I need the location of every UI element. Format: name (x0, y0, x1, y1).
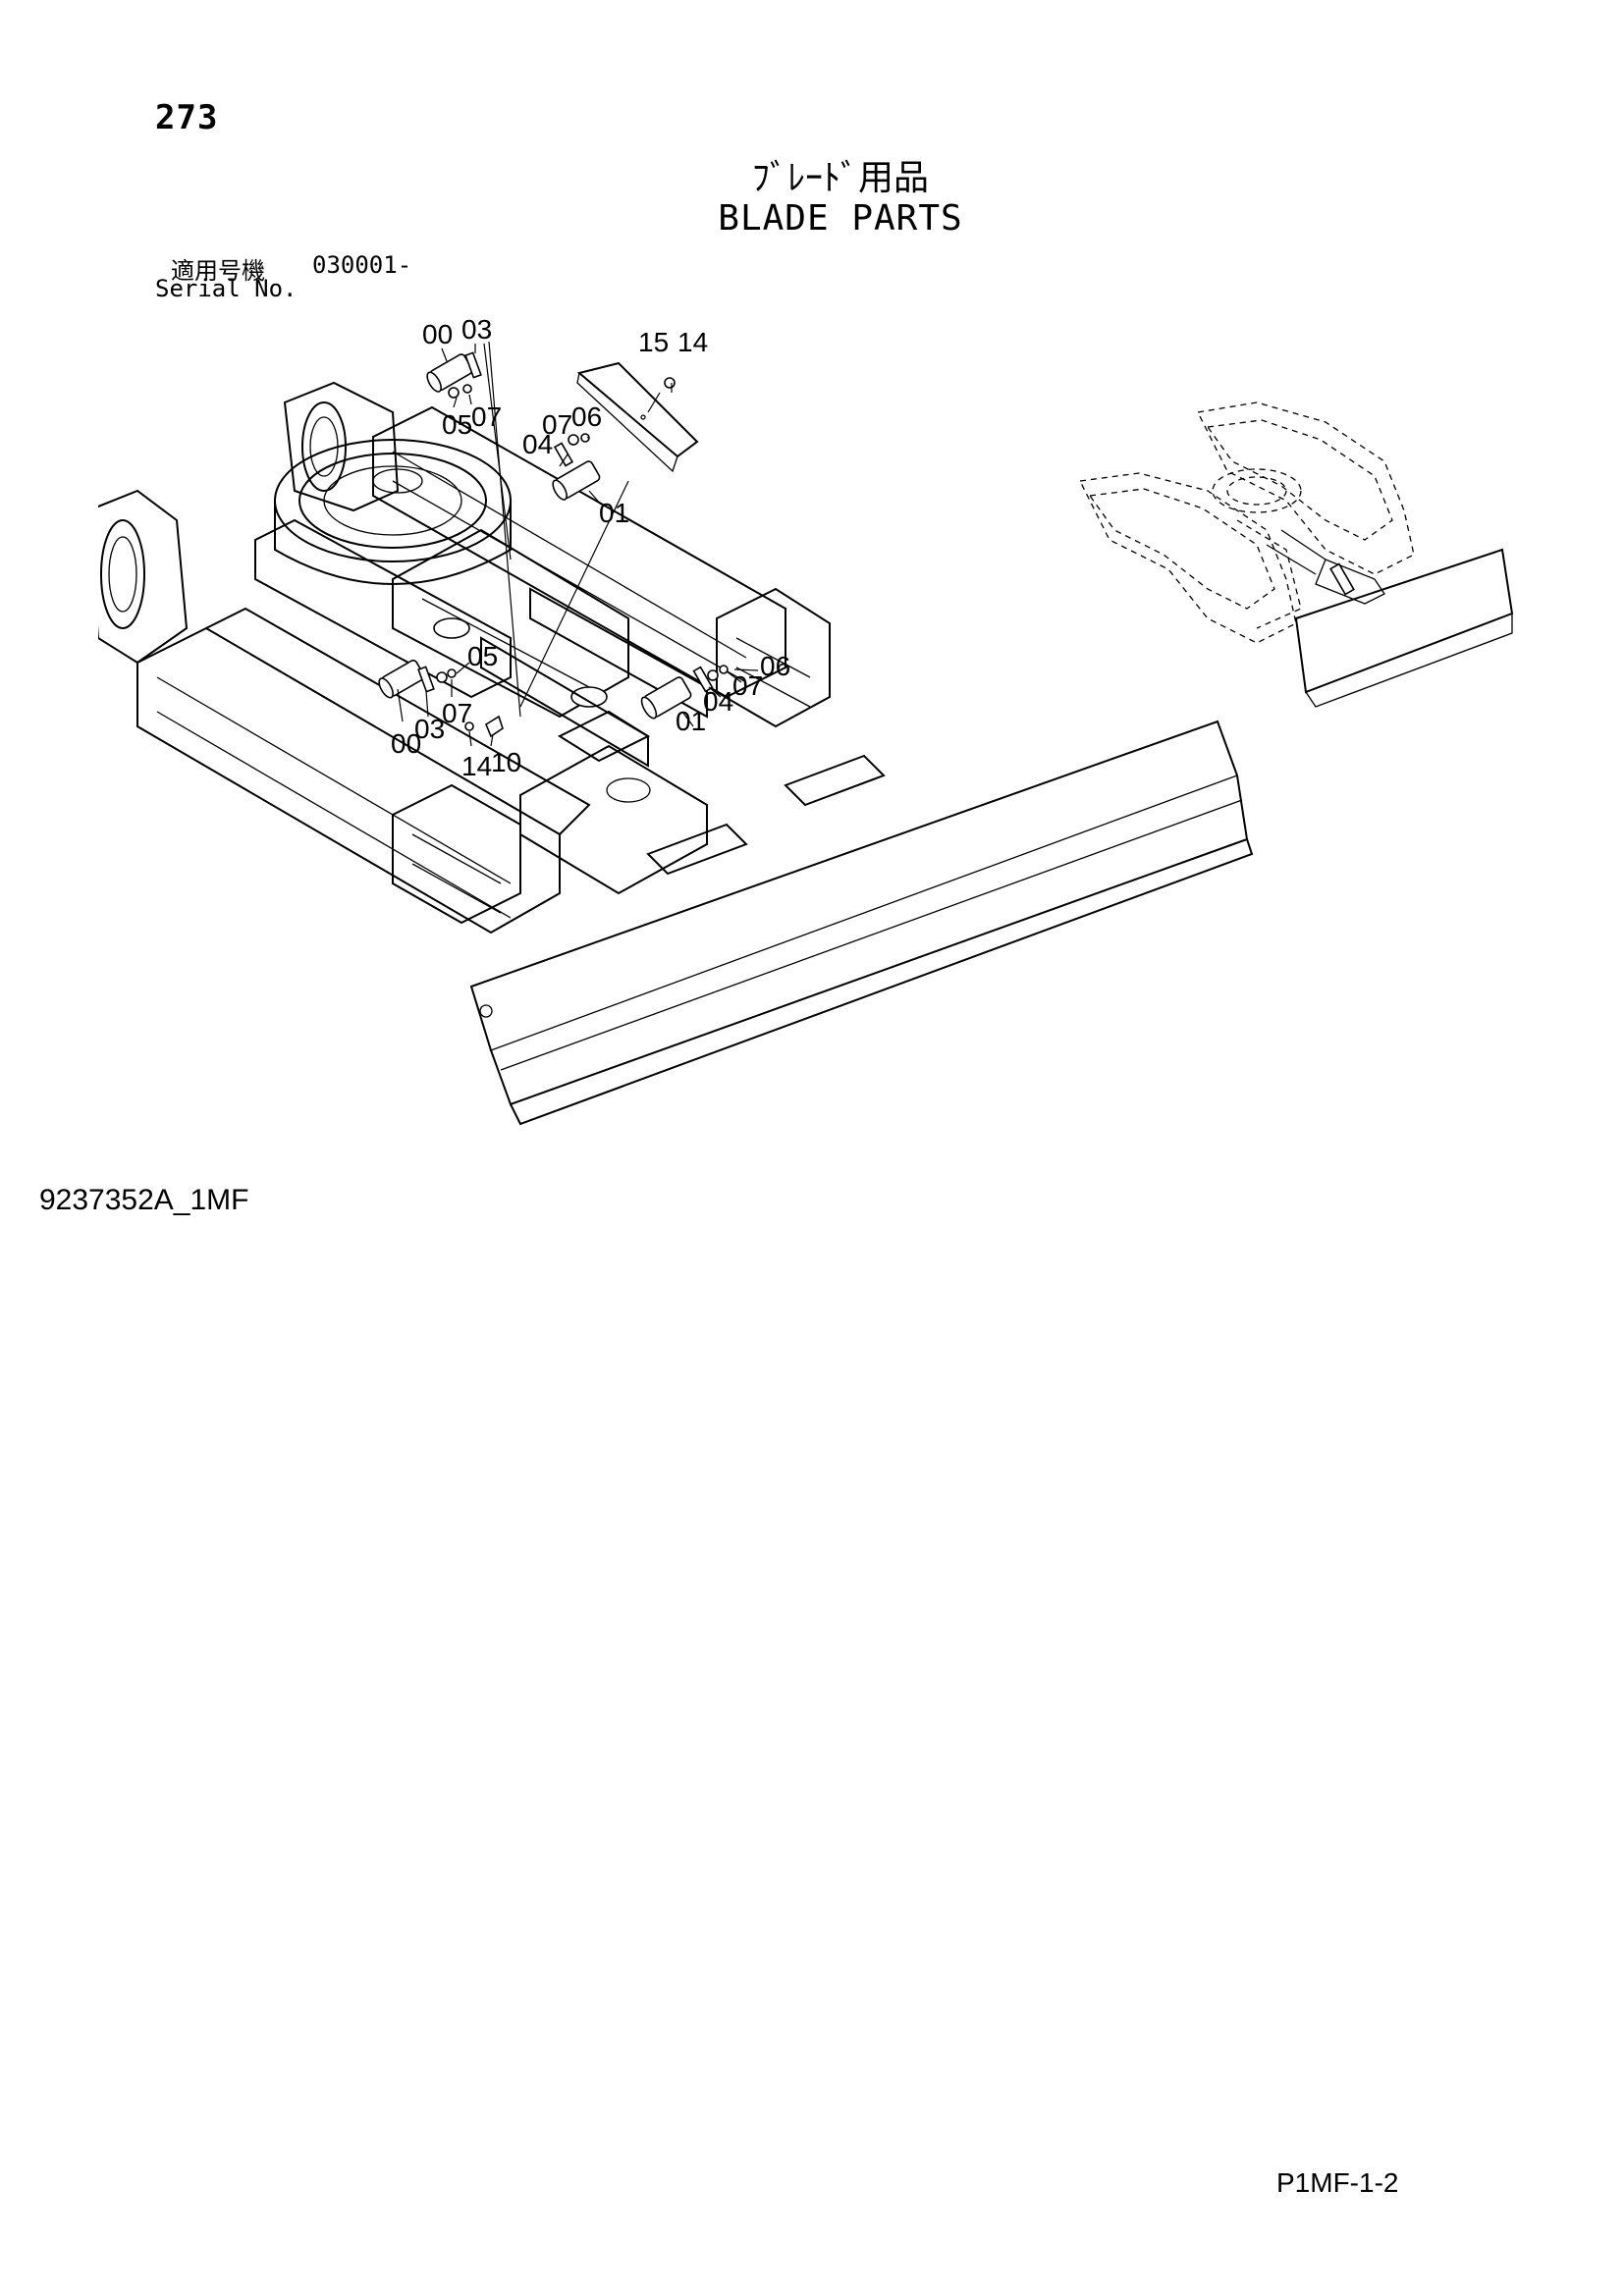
callout-07-low: 07 (442, 698, 472, 728)
callout-10: 10 (491, 747, 521, 777)
cover-plate-15 (576, 361, 699, 473)
title-english: BLADE PARTS (718, 198, 963, 239)
undercarriage-frame (98, 381, 831, 934)
callout-01-mid: 01 (599, 498, 629, 528)
callout-06-right: 06 (760, 651, 790, 681)
dozer-blade (469, 720, 1254, 1126)
callout-03-top: 03 (461, 314, 492, 345)
serial-number-value: 030001- (312, 251, 412, 279)
callout-05-low: 05 (467, 641, 498, 671)
inset-overview (1079, 401, 1514, 708)
callout-04-right: 04 (703, 686, 733, 717)
callout-07-right: 07 (732, 670, 763, 701)
callout-06-mid: 06 (571, 401, 602, 432)
callout-07-top: 07 (471, 401, 502, 432)
footer-page-code: P1MF-1-2 (1276, 2167, 1399, 2198)
callout-00-low: 00 (391, 728, 421, 759)
callout-04-mid: 04 (522, 429, 553, 459)
callout-14-low: 14 (461, 751, 492, 781)
callout-15: 15 (638, 327, 669, 357)
callout-05-top: 05 (442, 409, 472, 440)
callout-00-top: 00 (422, 319, 453, 349)
callout-07-mid: 07 (542, 409, 572, 440)
callout-14-top: 14 (677, 327, 708, 357)
callout-03-low: 03 (414, 714, 445, 744)
callout-labels: 00 03 05 07 15 14 07 06 04 01 05 07 03 0… (391, 314, 790, 781)
drawing-number: 9237352A_1MF (39, 1184, 249, 1216)
serial-label-english: Serial No. (155, 275, 298, 302)
leader-lines (397, 341, 759, 747)
parts-pins-and-fasteners (378, 351, 729, 738)
page-number: 273 (155, 98, 219, 137)
serial-label-japanese: 適用号機 (171, 257, 265, 285)
title-japanese: ﾌﾞﾚｰﾄﾞ用品 (751, 158, 929, 198)
exploded-parts-drawing: 00 03 05 07 15 14 07 06 04 01 05 07 03 0… (98, 314, 1514, 1126)
callout-01-right: 01 (676, 706, 706, 736)
